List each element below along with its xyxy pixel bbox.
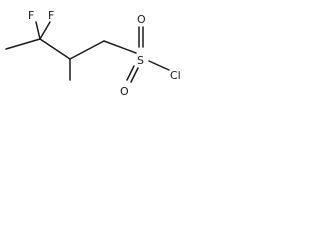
- structure-canvas: F F S O O Cl: [0, 0, 188, 106]
- chlorine-label: Cl: [170, 69, 181, 82]
- bond-methyl-cf2: [5, 38, 41, 50]
- bond-s-o-bottom-b: [130, 67, 139, 83]
- bond-s-o-bottom-a: [126, 65, 135, 81]
- bond-cf2-f-right: [39, 21, 51, 40]
- bond-cf2-f-left: [35, 21, 41, 40]
- oxygen-label-bottom: O: [120, 85, 129, 98]
- fluorine-label-2: F: [48, 9, 54, 22]
- bond-ch-ch2: [69, 40, 105, 60]
- bond-s-cl: [148, 60, 170, 71]
- molecule-diagram: F F S O O Cl: [5, 9, 181, 98]
- bond-ch2-s: [103, 40, 137, 54]
- fluorine-label-1: F: [28, 9, 34, 22]
- oxygen-label-top: O: [137, 13, 146, 26]
- bond-cf2-ch: [39, 38, 71, 60]
- sulfur-label: S: [137, 54, 144, 67]
